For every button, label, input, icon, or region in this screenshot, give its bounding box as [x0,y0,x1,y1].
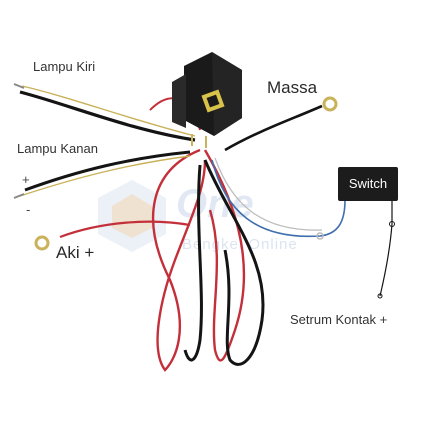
setrum-wire [379,200,393,297]
black-wire-massa [224,104,323,152]
blue-wire-switch [211,159,346,238]
black-wire-lampu-kiri [19,90,196,142]
label-minus: - [26,202,31,217]
black-wire-lampu-kanan [24,150,191,192]
yellow-wire-lampu-kanan [19,155,191,197]
black-wire-loop [203,159,265,366]
yellow-wire-lampu-kiri [21,85,196,137]
label-plus: + [22,172,30,187]
switch-icon: Switch [338,167,398,201]
watermark-logo-icon [98,180,166,252]
label-setrum-kontak: Setrum Kontak + [290,312,388,327]
white-wire-switch [214,157,323,231]
label-lampu-kiri: Lampu Kiri [33,59,96,74]
red-wire-aki [59,220,191,239]
label-lampu-kanan: Lampu Kanan [17,141,98,156]
label-massa: Massa [267,78,318,97]
ring-terminal-icon [34,96,338,251]
switch-label: Switch [348,176,388,191]
black-wire-loop-2 [183,164,203,362]
relay-icon [172,52,242,148]
red-wire-loop-left [151,148,207,372]
watermark-brand: One [176,182,254,226]
label-aki: Aki + [56,243,95,262]
watermark-tagline: Bengkel Online [182,236,298,253]
